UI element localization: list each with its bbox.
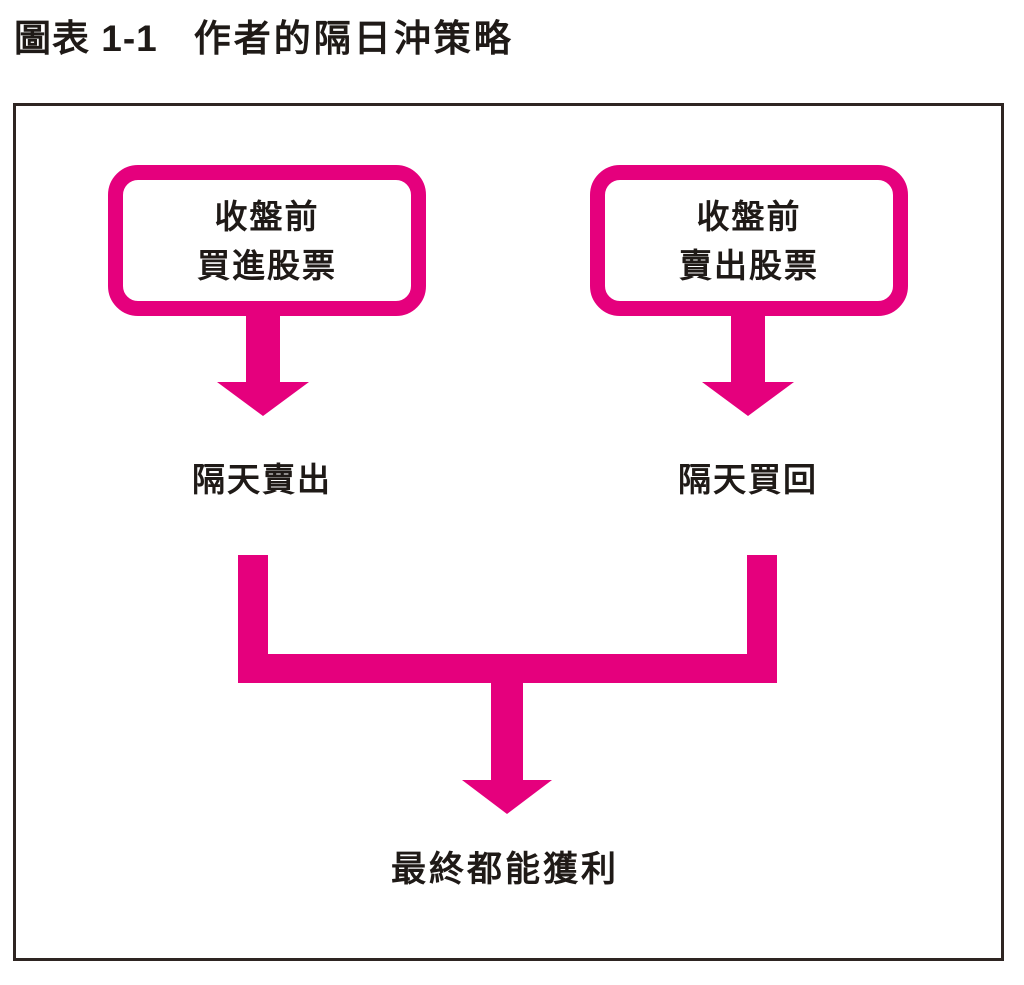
down-arrow-center-icon: [462, 780, 552, 814]
node-sell-line-1: 收盤前: [696, 197, 802, 235]
label-next-day-buyback: 隔天買回: [678, 461, 818, 498]
node-buy-before-close: 收盤前 買進股票: [108, 165, 426, 316]
down-arrow-center-stem: [491, 683, 523, 780]
label-next-day-sell: 隔天賣出: [192, 461, 332, 498]
down-arrow-right-stem: [731, 313, 765, 382]
merge-connector-horizontal: [238, 654, 777, 683]
node-buy-line-1: 收盤前: [214, 197, 320, 235]
down-arrow-left-icon: [217, 382, 309, 416]
figure-title: 圖表 1-1 作者的隔日沖策略: [14, 8, 514, 62]
figure-number-label: 圖表 1-1: [14, 18, 158, 59]
diagram-frame: 收盤前 買進股票 收盤前 賣出股票 隔天賣出 隔天買回 最終都能獲利: [13, 103, 1004, 961]
down-arrow-left-stem: [246, 313, 280, 382]
node-sell-before-close: 收盤前 賣出股票: [590, 165, 908, 316]
node-sell-line-2: 賣出股票: [679, 246, 819, 284]
node-buy-line-2: 買進股票: [197, 246, 337, 284]
label-outcome: 最終都能獲利: [390, 850, 619, 889]
figure-name-text: 作者的隔日沖策略: [193, 18, 514, 59]
down-arrow-right-icon: [702, 382, 794, 416]
